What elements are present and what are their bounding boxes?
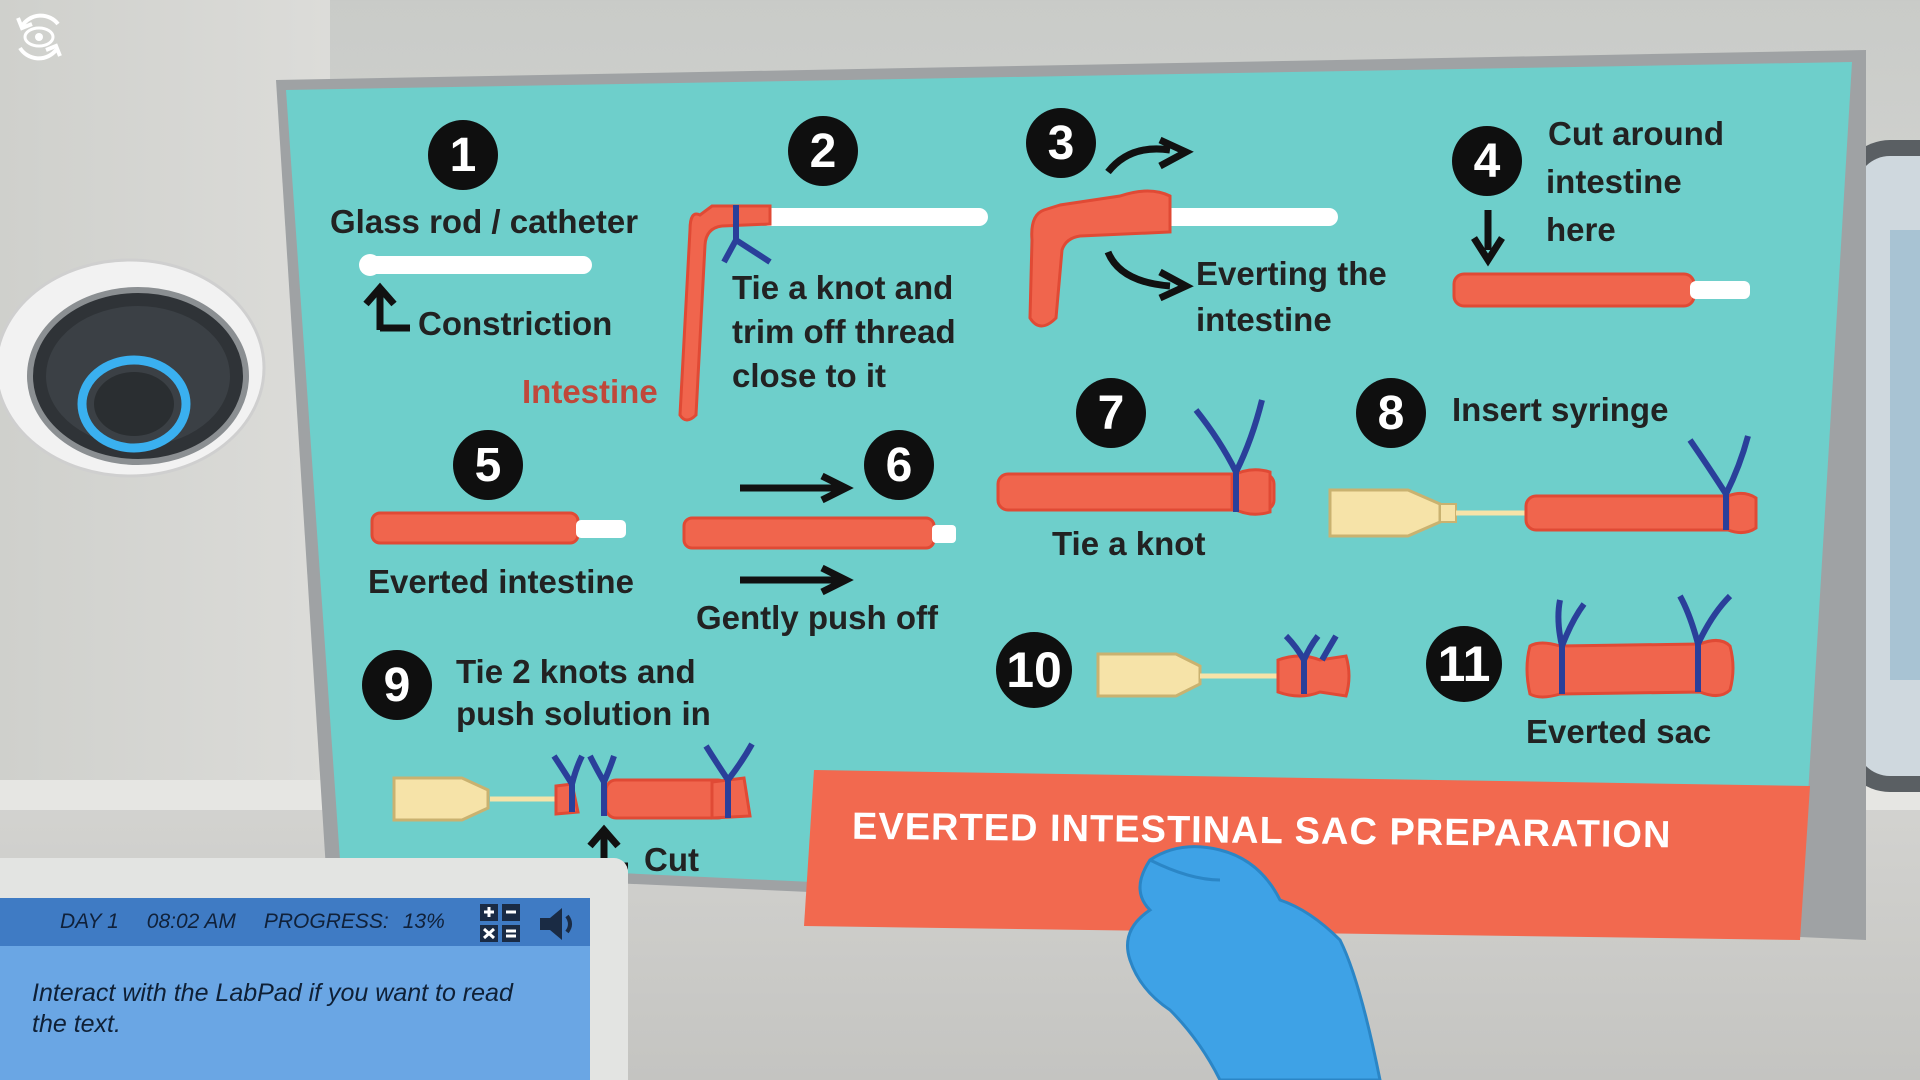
intestine-label: Intestine xyxy=(522,373,658,410)
small-sac xyxy=(1276,654,1351,698)
thread-knot xyxy=(1193,399,1265,512)
message-area xyxy=(0,946,590,1080)
step4-label-line2: intestine xyxy=(1546,163,1682,200)
step-number: 7 xyxy=(1076,378,1146,448)
glass-rod xyxy=(576,520,626,538)
intestine-push xyxy=(682,516,936,550)
thread-knot xyxy=(551,754,585,812)
glass-rod xyxy=(362,256,592,274)
step8-label: Insert syringe xyxy=(1452,391,1669,428)
step-number: 8 xyxy=(1356,378,1426,448)
everted-intestine xyxy=(370,511,580,545)
view-rotate-icon[interactable] xyxy=(10,8,68,66)
speaker-icon[interactable] xyxy=(536,904,580,944)
glass-rod xyxy=(1690,281,1750,299)
thread-knot xyxy=(587,754,617,816)
step1-constriction-label: Constriction xyxy=(418,305,613,342)
thread-knot xyxy=(1283,633,1339,694)
thread-knot xyxy=(721,205,772,265)
step4-label-line3: here xyxy=(1546,211,1616,248)
step-number: 9 xyxy=(362,650,432,720)
step-number: 5 xyxy=(453,430,523,500)
step-number: 3 xyxy=(1026,108,1096,178)
step5-label: Everted intestine xyxy=(368,563,634,600)
intestine-end xyxy=(1230,468,1272,516)
glass-rod xyxy=(1160,208,1338,226)
step-number: 1 xyxy=(428,120,498,190)
calculator-icon[interactable] xyxy=(478,902,522,944)
push-arrow-top xyxy=(740,472,854,504)
step3-label-line2: intestine xyxy=(1196,301,1332,338)
constriction-mark xyxy=(359,254,381,276)
thread-knot xyxy=(1677,593,1733,692)
step6-label: Gently push off xyxy=(696,599,938,636)
thread-knot xyxy=(1555,599,1587,694)
step9-label-line2: push solution in xyxy=(456,695,711,732)
step3-label-line1: Everting the xyxy=(1196,255,1387,292)
hint-message: Interact with the LabPad if you want to … xyxy=(32,979,513,1038)
progress-label: PROGRESS: xyxy=(263,910,389,933)
intestine-knot xyxy=(996,472,1276,512)
step-number: 10 xyxy=(996,632,1072,708)
intestine-on-rod xyxy=(1452,272,1696,308)
thread-knot xyxy=(1687,435,1751,530)
intestine-end xyxy=(1726,491,1758,535)
arrow-down-curve xyxy=(1104,250,1194,302)
arrow-up-curve xyxy=(1105,136,1194,175)
drone-assistant[interactable] xyxy=(0,258,268,480)
step-number: 2 xyxy=(788,116,858,186)
title-banner xyxy=(804,770,1810,940)
intestine-syringe xyxy=(1524,494,1748,532)
step-number: 6 xyxy=(864,430,934,500)
syringe xyxy=(1328,488,1442,538)
syringe xyxy=(392,776,490,822)
step1-label: Glass rod / catheter xyxy=(330,203,639,240)
step-number: 4 xyxy=(1452,126,1522,196)
step4-label-line1: Cut around xyxy=(1548,115,1724,152)
step2-label-line3: close to it xyxy=(732,357,887,394)
door-window xyxy=(1890,230,1920,680)
step2-label-line2: trim off thread xyxy=(732,313,956,350)
cut-arrow xyxy=(1471,210,1505,267)
intestine-everting xyxy=(1028,189,1172,328)
vr-hand xyxy=(1126,845,1382,1080)
constriction-arrow xyxy=(363,282,410,332)
glass-rod xyxy=(932,525,956,543)
day-label: DAY 1 xyxy=(60,910,119,933)
step11-label: Everted sac xyxy=(1526,713,1712,750)
syringe-tip xyxy=(1439,503,1457,523)
everted-sac xyxy=(1525,639,1735,699)
syringe xyxy=(1096,652,1202,698)
step7-label: Tie a knot xyxy=(1052,525,1206,562)
intestine-bent xyxy=(678,204,772,422)
step-number: 11 xyxy=(1426,626,1502,702)
push-arrow-bottom xyxy=(740,564,854,596)
glass-rod xyxy=(760,208,988,226)
step9-label-line1: Tie 2 knots and xyxy=(456,653,696,690)
thread-knot xyxy=(703,742,755,818)
progress-value: 13% xyxy=(402,910,445,933)
time-label: 08:02 AM xyxy=(146,910,236,933)
cut-label: Cut xyxy=(644,841,699,878)
step2-label-line1: Tie a knot and xyxy=(732,269,954,306)
intestine-sac xyxy=(604,778,730,820)
